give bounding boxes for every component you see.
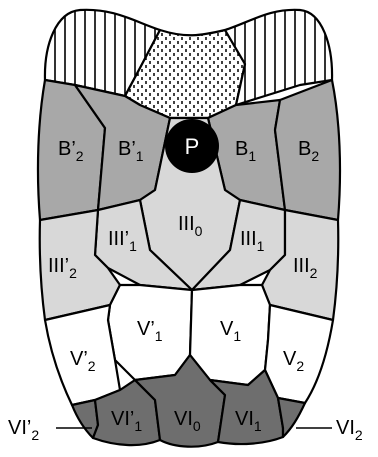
label-iii-1: III1 bbox=[240, 228, 265, 254]
label-v-1: V1 bbox=[220, 318, 241, 344]
label-p: P bbox=[185, 134, 200, 159]
plate-v-2 bbox=[263, 303, 335, 405]
label-vi-prime-1: VI’1 bbox=[111, 408, 142, 434]
label-b-prime-1: B’1 bbox=[118, 138, 144, 164]
label-b-2: B2 bbox=[298, 138, 319, 164]
label-iii-0: III0 bbox=[178, 213, 203, 239]
label-iii-2: III2 bbox=[293, 255, 318, 281]
label-vi-prime-2: VI’2 bbox=[8, 417, 39, 443]
label-v-2: V2 bbox=[283, 348, 304, 374]
label-vi-1: VI1 bbox=[235, 408, 262, 434]
label-vi-0: VI0 bbox=[174, 408, 201, 434]
label-iii-prime-1: III’1 bbox=[108, 228, 137, 254]
plate-v-prime-2 bbox=[43, 303, 122, 407]
plate-vi-0 bbox=[133, 353, 227, 448]
label-b-1: B1 bbox=[235, 138, 256, 164]
label-v-prime-2: V’2 bbox=[70, 348, 96, 374]
plate-iii-prime-2 bbox=[38, 208, 122, 322]
plate-vi-2 bbox=[276, 396, 307, 439]
label-v-prime-1: V’1 bbox=[137, 318, 163, 344]
label-iii-prime-2: III’2 bbox=[48, 255, 77, 281]
plate-p-disc bbox=[165, 119, 219, 173]
label-b-prime-2: B’2 bbox=[58, 138, 84, 164]
label-vi-2: VI2 bbox=[336, 417, 363, 443]
